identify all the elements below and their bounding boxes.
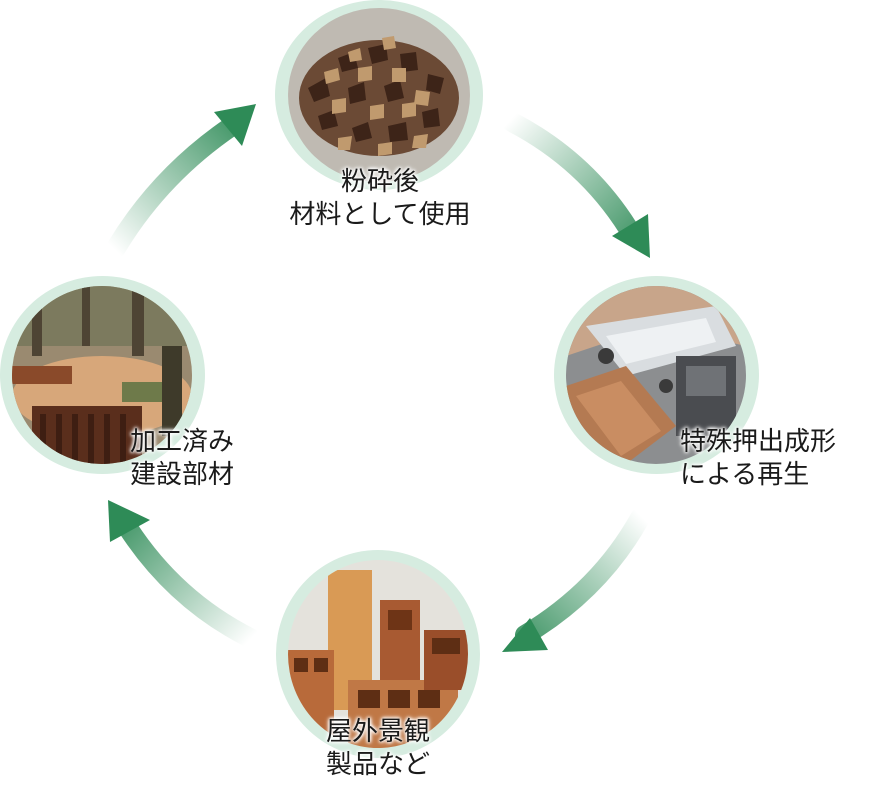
crushed-chips-photo — [288, 8, 470, 182]
node-label-crushed: 粉砕後 材料として使用 — [285, 166, 475, 232]
arrow-top-right — [502, 112, 650, 258]
label-line-2: による再生 — [680, 460, 810, 490]
label-line-1: 特殊押出成形 — [680, 427, 837, 457]
arrow-bottom-right — [502, 508, 650, 652]
node-label-products: 屋外景観 製品など — [288, 716, 468, 782]
label-line-1: 粉砕後 — [340, 167, 419, 197]
extruded-profiles-photo — [288, 560, 468, 748]
arrow-top-left — [106, 104, 256, 258]
label-line-2: 製品など — [325, 750, 430, 780]
label-line-2: 建設部材 — [130, 460, 235, 490]
label-line-2: 材料として使用 — [289, 200, 471, 230]
extrusion-machine-photo — [566, 286, 746, 464]
garden-deck-photo — [12, 286, 192, 464]
arrow-bottom-left — [108, 500, 260, 648]
label-line-1: 加工済み — [130, 427, 235, 457]
node-label-extrusion: 特殊押出成形 による再生 — [680, 426, 836, 492]
node-label-building: 加工済み 建設部材 — [130, 426, 234, 492]
label-line-1: 屋外景観 — [325, 717, 430, 747]
